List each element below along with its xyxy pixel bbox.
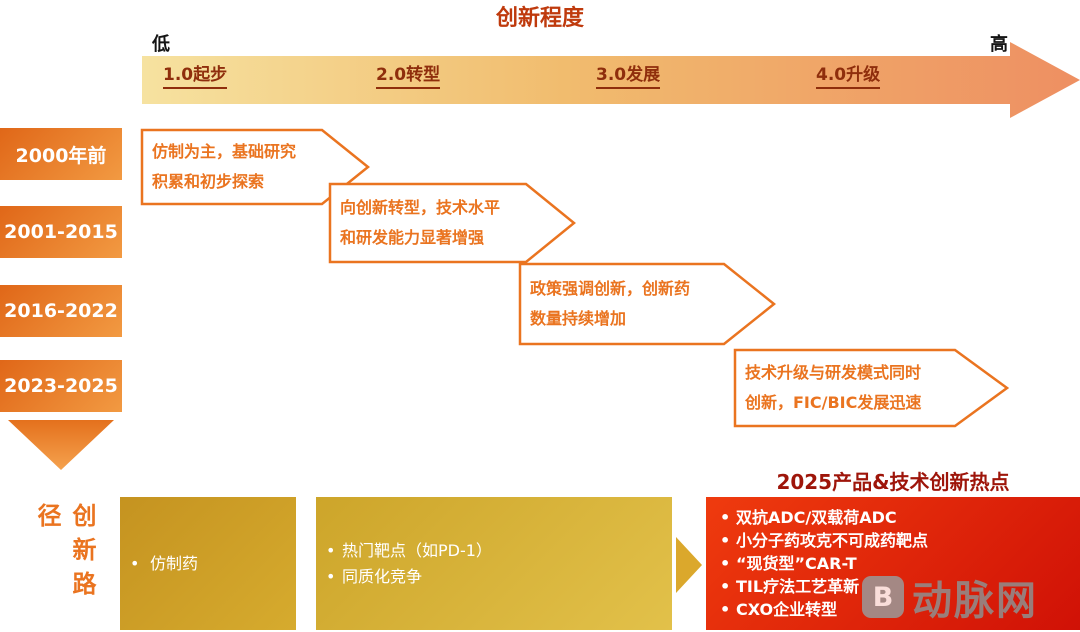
- scale-high-label: 高: [990, 34, 1008, 55]
- list-item: TIL疗法工艺革新: [706, 575, 1080, 598]
- scale-low-label: 低: [152, 34, 170, 55]
- list-item: CXO企业转型: [706, 598, 1080, 621]
- period-block-2023-2025: 2023-2025: [0, 360, 122, 412]
- callout-1-line2: 积累和初步探索: [152, 172, 265, 191]
- callout-2-text: 向创新转型，技术水平 和研发能力显著增强: [340, 193, 530, 253]
- list-item: 小分子药攻克不可成药靶点: [706, 529, 1080, 552]
- watermark-logo-icon: B: [862, 576, 904, 618]
- innovation-path-label: 创新路径: [33, 503, 96, 605]
- period-block-2000: 2000年前: [0, 128, 122, 180]
- list-item: “现货型”CAR-T: [706, 552, 1080, 575]
- callout-arrow-3: [518, 262, 776, 346]
- callout-4-line1: 技术升级与研发模式同时: [745, 363, 922, 382]
- transition-arrow-icon: [676, 537, 702, 593]
- callout-3-line1: 政策强调创新，创新药: [530, 279, 691, 298]
- callout-4-line2: 创新，FIC/BIC发展迅速: [745, 393, 922, 412]
- path-box-hot-targets: 热门靶点（如PD-1） 同质化竞争: [316, 497, 672, 630]
- callout-arrow-4: [733, 348, 1009, 428]
- timeline-down-arrow-icon: [8, 420, 114, 470]
- path-box-generic-drugs: 仿制药: [120, 497, 296, 630]
- stage-label-1: 1.0起步: [163, 60, 228, 89]
- callout-arrow-2: [328, 182, 576, 264]
- list-item: 仿制药: [120, 551, 296, 577]
- innovation-gradient-arrow: [142, 42, 1080, 118]
- stage-label-3: 3.0发展: [596, 60, 661, 89]
- callout-1-text: 仿制为主，基础研究 积累和初步探索: [152, 137, 322, 197]
- callout-2-line2: 和研发能力显著增强: [340, 228, 485, 247]
- hotspots-title: 2025产品&技术创新热点: [776, 470, 1010, 494]
- callout-2-line1: 向创新转型，技术水平: [340, 198, 501, 217]
- page-title: 创新程度: [495, 6, 584, 31]
- stage-label-2: 2.0转型: [376, 60, 441, 89]
- watermark-text: 动脉网: [912, 578, 1038, 624]
- callout-1-line1: 仿制为主，基础研究: [152, 142, 297, 161]
- list-item: 同质化竞争: [316, 564, 672, 590]
- callout-3-line2: 数量持续增加: [530, 309, 627, 328]
- callout-3-text: 政策强调创新，创新药 数量持续增加: [530, 274, 725, 334]
- watermark: B 动脉网: [862, 568, 1038, 626]
- period-block-2016-2022: 2016-2022: [0, 285, 122, 337]
- period-block-2001-2015: 2001-2015: [0, 206, 122, 258]
- callout-4-text: 技术升级与研发模式同时 创新，FIC/BIC发展迅速: [745, 358, 960, 418]
- list-item: 热门靶点（如PD-1）: [316, 538, 672, 564]
- stage-label-4: 4.0升级: [816, 60, 881, 89]
- list-item: 双抗ADC/双载荷ADC: [706, 506, 1080, 529]
